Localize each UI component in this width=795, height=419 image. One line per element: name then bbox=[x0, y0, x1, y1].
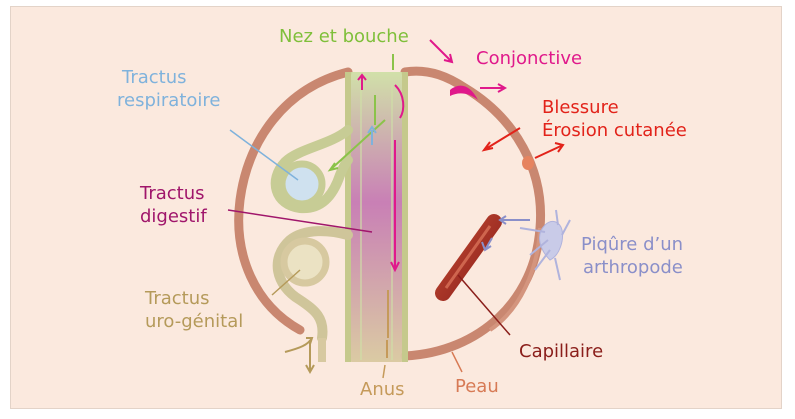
wound-mark bbox=[522, 156, 534, 170]
digestive-tract bbox=[348, 72, 405, 362]
label-digestive-line-1: Tractus bbox=[140, 182, 205, 205]
label-urogenital-line-2: uro-génital bbox=[145, 310, 243, 333]
label-nose-mouth: Nez et bouche bbox=[279, 25, 409, 48]
label-skin-erosion: Érosion cutanée bbox=[542, 119, 687, 142]
label-conjunctiva: Conjonctive bbox=[476, 47, 582, 70]
label-capillary: Capillaire bbox=[519, 340, 603, 363]
label-arthropod-line-1: Piqûre d’un bbox=[581, 233, 683, 256]
label-digestive-line-2: digestif bbox=[140, 205, 207, 228]
label-wound: Blessure bbox=[542, 96, 619, 119]
capillary-vessel bbox=[443, 222, 494, 293]
label-respiratory-line-1: Tractus bbox=[122, 66, 187, 89]
label-respiratory-line-2: respiratoire bbox=[117, 89, 220, 112]
urogenital-tract bbox=[278, 231, 348, 362]
label-skin: Peau bbox=[455, 375, 499, 398]
label-anus: Anus bbox=[360, 378, 405, 401]
label-urogenital-line-1: Tractus bbox=[145, 287, 210, 310]
label-arthropod-line-2: arthropode bbox=[583, 256, 683, 279]
entry-arrows bbox=[285, 40, 563, 372]
